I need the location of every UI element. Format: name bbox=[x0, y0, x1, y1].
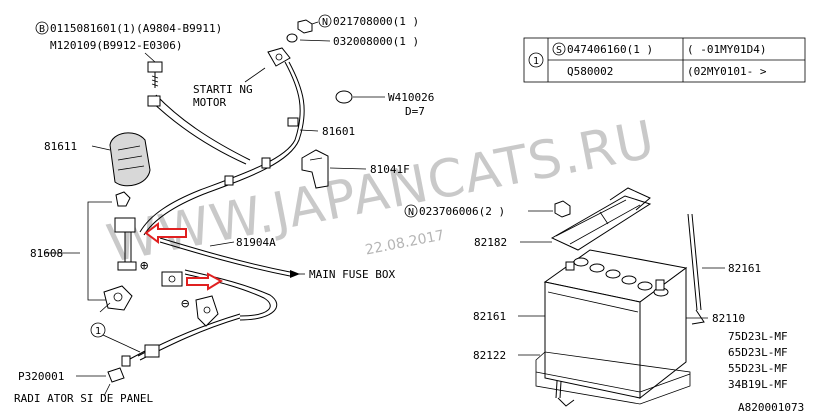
bolt-code-label-2: M120109(B9912-E0306) bbox=[50, 39, 182, 52]
bracket-81608 bbox=[87, 201, 112, 301]
leader-starting-motor bbox=[244, 67, 266, 83]
nut2-prefix: N bbox=[408, 207, 414, 218]
part-82110-label: 82110 bbox=[712, 312, 745, 325]
radiator-side-panel-label: RADI ATOR SI DE PANEL bbox=[14, 392, 153, 405]
grommet-d-label: D=7 bbox=[405, 105, 425, 118]
part-81601-label: 81601 bbox=[322, 125, 355, 138]
battery-type-55d23l: 55D23L-MF bbox=[728, 362, 788, 375]
nut2-part bbox=[554, 200, 571, 218]
nut-prefix-circle bbox=[318, 14, 332, 28]
battery-terminal-negative bbox=[99, 285, 133, 313]
date-stamp: 22.08.2017 bbox=[364, 228, 446, 259]
table-index: 1 bbox=[533, 56, 539, 67]
nut-part bbox=[286, 19, 313, 43]
nut2-prefix-circle bbox=[404, 204, 418, 218]
bolt-prefix: B bbox=[39, 24, 45, 35]
battery-type-65d23l: 65D23L-MF bbox=[728, 346, 788, 359]
part-82161-left-label: 82161 bbox=[473, 310, 506, 323]
callout-1-circle bbox=[90, 322, 106, 338]
washer-code-label: 032008000(1 ) bbox=[333, 35, 419, 48]
callout-1: 1 bbox=[95, 326, 101, 337]
leader-washer bbox=[299, 39, 331, 42]
battery-type-75d23l: 75D23L-MF bbox=[728, 330, 788, 343]
bolt-part bbox=[147, 61, 163, 88]
battery-tray-82122 bbox=[535, 351, 691, 405]
part-81041f-label: 81041F bbox=[370, 163, 410, 176]
ground-bolt-320001 bbox=[107, 344, 160, 383]
hold-down-rod-right bbox=[687, 213, 705, 325]
part-82122-label: 82122 bbox=[473, 349, 506, 362]
battery-82110 bbox=[543, 249, 688, 400]
leader-bolt bbox=[144, 52, 156, 63]
nut2-code-label: 023706006(2 ) bbox=[419, 205, 505, 218]
highlight-arrow-left bbox=[144, 222, 187, 244]
bolt-prefix-circle bbox=[35, 21, 49, 35]
part-81611-label: 81611 bbox=[44, 140, 77, 153]
grommet-part bbox=[335, 90, 353, 104]
table-index-circle bbox=[528, 52, 544, 68]
table-row1-range: ( -01MY01D4) bbox=[687, 43, 766, 56]
ground-strap bbox=[155, 94, 251, 161]
part-82182-label: 82182 bbox=[474, 236, 507, 249]
part-82161-right-label: 82161 bbox=[728, 262, 761, 275]
nut-prefix: N bbox=[322, 17, 328, 28]
part-p320001-label: P320001 bbox=[18, 370, 64, 383]
leader-81611 bbox=[91, 145, 111, 151]
battery-type-34b19l: 34B19L-MF bbox=[728, 378, 788, 391]
starting-motor-label-2: MOTOR bbox=[193, 96, 226, 109]
applicability-table bbox=[523, 37, 806, 83]
hold-down-bracket-82182 bbox=[550, 187, 652, 251]
fuse-terminal-plus bbox=[161, 271, 183, 287]
part-81608-label: 81608 bbox=[30, 247, 63, 260]
battery-terminal-positive bbox=[114, 191, 137, 271]
table-row1-prefix: S bbox=[556, 45, 562, 56]
minus-sign: ⊖ bbox=[181, 296, 190, 312]
table-row2-range: (02MY0101- > bbox=[687, 65, 767, 78]
fuse-terminal-minus bbox=[195, 295, 219, 327]
cable-81601 bbox=[139, 61, 305, 236]
grommet-code-label: W410026 bbox=[388, 91, 434, 104]
clip-81041f bbox=[301, 149, 329, 189]
table-row2-part: Q580002 bbox=[567, 65, 613, 78]
table-s-circle bbox=[552, 42, 566, 56]
plus-sign: ⊕ bbox=[140, 258, 149, 274]
diagram-id: A820001073 bbox=[738, 401, 804, 414]
leader-81041f bbox=[329, 167, 367, 170]
terminal-cover-81611 bbox=[109, 132, 151, 187]
table-row1-part: 047406160(1 ) bbox=[567, 43, 653, 56]
nut-code-label: 021708000(1 ) bbox=[333, 15, 419, 28]
leader-81904a bbox=[209, 241, 235, 247]
starter-terminal bbox=[267, 47, 291, 67]
highlight-arrow-right bbox=[186, 272, 224, 291]
bolt-code-label: 0115081601(1)(A9804-B9911) bbox=[50, 22, 222, 35]
leader-81601 bbox=[299, 129, 319, 132]
part-81904a-label: 81904A bbox=[236, 236, 276, 249]
main-fuse-box-label: MAIN FUSE BOX bbox=[309, 268, 395, 281]
starting-motor-label-1: STARTI NG bbox=[193, 83, 253, 96]
